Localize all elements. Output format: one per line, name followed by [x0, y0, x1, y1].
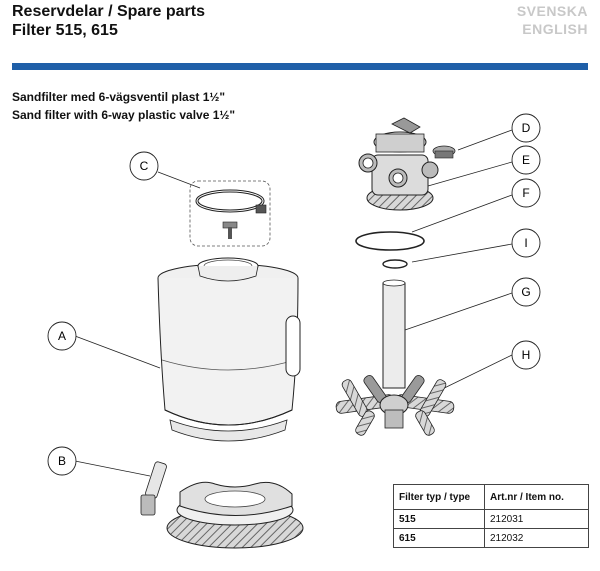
- table-header-type: Filter typ / type: [393, 484, 485, 510]
- callout-h-label: H: [522, 348, 531, 362]
- callout-labels: A B C D E F G H I: [47, 113, 541, 476]
- part-f-o-ring: [355, 231, 425, 251]
- callout-f: F: [511, 178, 541, 208]
- table-header-row: Filter typ / type Art.nr / Item no.: [393, 484, 589, 510]
- callout-i: I: [511, 228, 541, 258]
- part-e-multiport-valve: [358, 117, 439, 211]
- callout-h: H: [511, 340, 541, 370]
- table-cell-item-no: 212031: [484, 509, 589, 529]
- table-cell-item-no: 212032: [484, 528, 589, 548]
- filter-base: [166, 481, 304, 549]
- callout-c: C: [129, 151, 159, 181]
- table-header-item-no: Art.nr / Item no.: [484, 484, 589, 510]
- callout-e: E: [511, 145, 541, 175]
- callout-a-label: A: [58, 329, 66, 343]
- part-d-pressure-gauge: [432, 145, 456, 159]
- callout-f-label: F: [522, 186, 529, 200]
- leader-lines: [74, 129, 513, 477]
- callout-g: G: [511, 277, 541, 307]
- article-number-table: Filter typ / type Art.nr / Item no. 515 …: [393, 484, 589, 548]
- title-line-2: Filter 515, 615: [12, 22, 118, 39]
- table-cell-type: 615: [393, 528, 485, 548]
- part-g-center-pipe: [382, 279, 406, 389]
- part-h-laterals: [335, 375, 455, 436]
- table-cell-type: 515: [393, 509, 485, 529]
- table-row: 515 212031: [393, 509, 589, 529]
- language-label-secondary: ENGLISH: [522, 21, 588, 37]
- part-a-filter-tank: [157, 257, 301, 442]
- callout-b-label: B: [58, 454, 66, 468]
- subtitle-english: Sand filter with 6-way plastic valve 1½": [12, 108, 236, 122]
- title-line-1: Reservdelar / Spare parts: [12, 3, 205, 20]
- table-row: 615 212032: [393, 528, 589, 548]
- callout-i-label: I: [524, 236, 527, 250]
- part-b-sight-glass: [140, 461, 167, 516]
- callout-c-label: C: [140, 159, 149, 173]
- callout-b: B: [47, 446, 77, 476]
- callout-d-label: D: [522, 121, 531, 135]
- part-c-clamp-set: [189, 180, 271, 247]
- callout-d: D: [511, 113, 541, 143]
- header-divider-bar: [12, 63, 588, 70]
- subtitle-swedish: Sandfilter med 6-vägsventil plast 1½": [12, 90, 226, 104]
- callout-g-label: G: [521, 285, 530, 299]
- language-label-primary: SVENSKA: [516, 3, 588, 19]
- callout-a: A: [47, 321, 77, 351]
- callout-e-label: E: [522, 153, 530, 167]
- part-i-small-o-ring: [382, 259, 408, 269]
